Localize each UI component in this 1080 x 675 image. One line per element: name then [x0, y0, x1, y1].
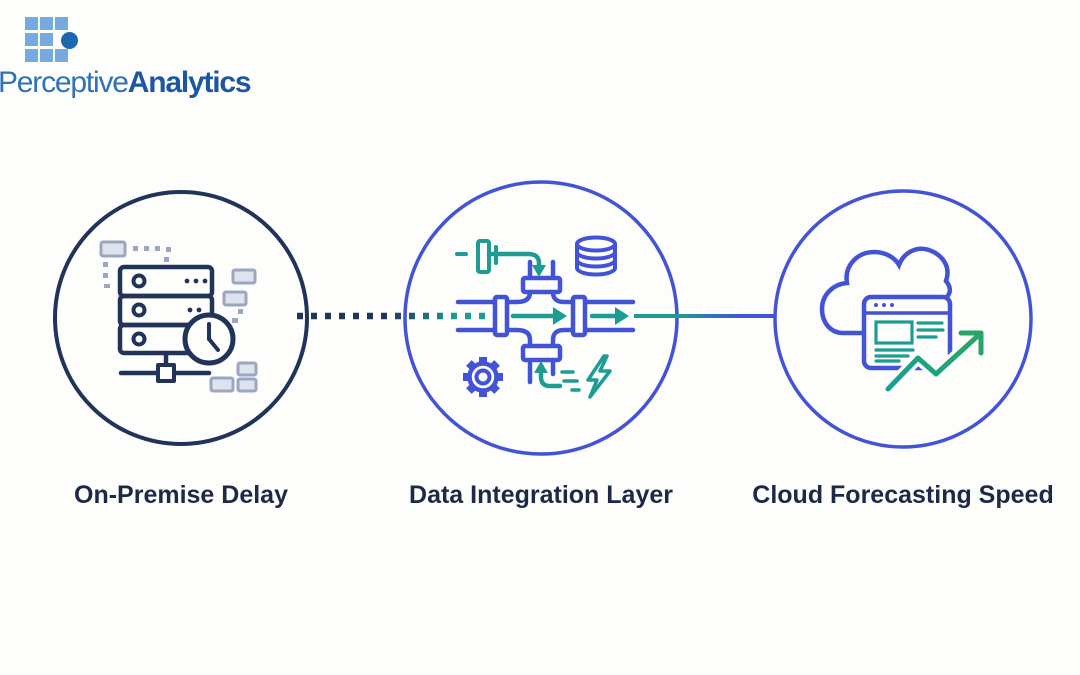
logo-wordmark: PerceptiveAnalytics [0, 66, 252, 100]
logo-square [55, 49, 68, 62]
cloud-icon [819, 246, 953, 336]
logo-square [25, 49, 38, 62]
browser-content [874, 320, 945, 363]
data-chips [99, 240, 258, 393]
valve-icon [455, 239, 498, 274]
stage-circle-cloud [773, 189, 1033, 449]
stage-circle-on-premise [53, 190, 309, 446]
logo-square [25, 33, 38, 46]
logo-grid-icon [0, 0, 90, 70]
flow-arrows [486, 251, 629, 389]
logo-square [25, 17, 38, 30]
trend-arrow-icon [883, 327, 987, 394]
gear-icon [463, 357, 503, 397]
clock-icon [182, 312, 236, 366]
label-data-integration-layer: Data Integration Layer [409, 481, 673, 509]
lightning-icon [560, 354, 612, 399]
database-icon [575, 235, 617, 277]
logo-square [40, 33, 53, 46]
logo-square [40, 49, 53, 62]
logo-square [55, 17, 68, 30]
logo-brand-first: Perceptive [0, 66, 129, 99]
label-cloud-forecasting-speed: Cloud Forecasting Speed [752, 481, 1054, 509]
pipeline-cross-icon [455, 259, 636, 385]
label-on-premise-delay: On-Premise Delay [74, 481, 288, 509]
logo-brand-second: Analytics [127, 66, 252, 99]
logo-square [40, 17, 53, 30]
logo-dot-icon [61, 32, 78, 49]
